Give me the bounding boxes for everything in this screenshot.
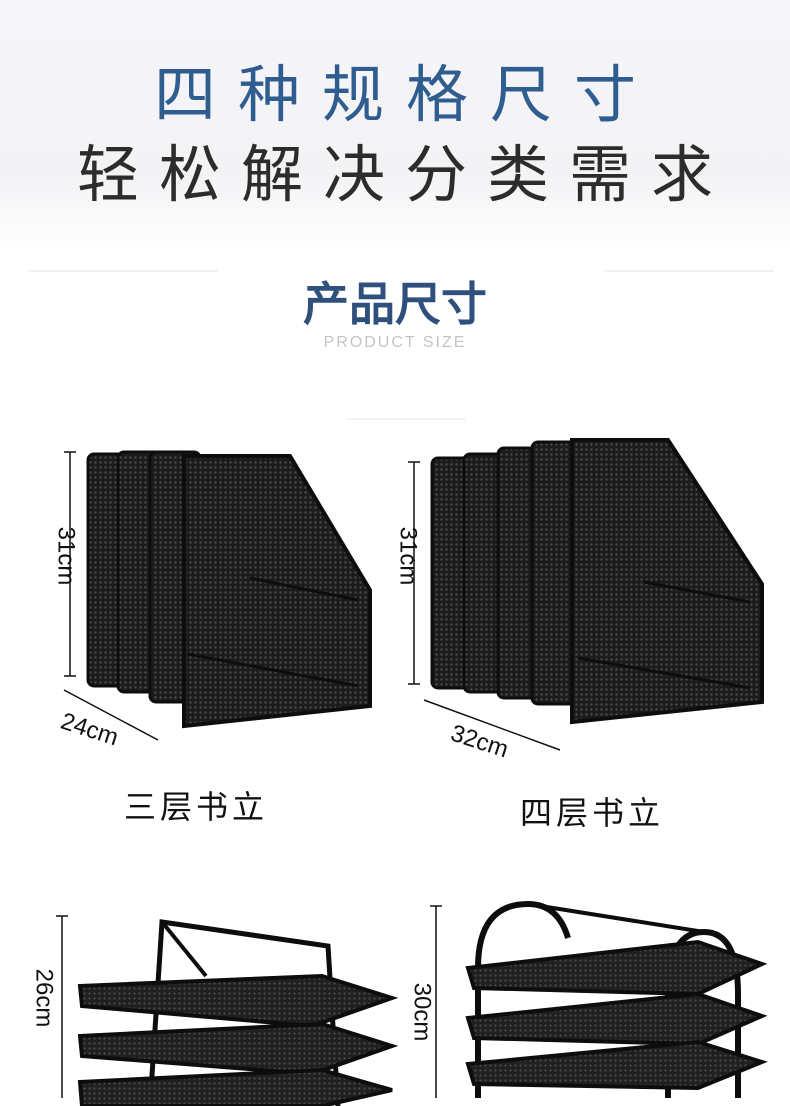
- headline-top: 四种规格尺寸: [153, 58, 658, 131]
- height-dimension-label: 31cm: [394, 526, 422, 586]
- double-arch-letter-tray-rack-icon: [430, 900, 768, 1098]
- three-slot-magazine-holder-icon: [63, 450, 372, 741]
- header-banner: [0, 0, 790, 250]
- product-double-arch-tray-rack: 30cm: [398, 898, 778, 1098]
- section-subtitle: PRODUCT SIZE: [323, 334, 467, 351]
- four-slot-magazine-holder-icon: [408, 438, 764, 751]
- height-dimension-label: 26cm: [30, 968, 58, 1028]
- divider-center: [346, 418, 466, 420]
- product-label: 四层书立: [520, 794, 665, 832]
- product-four-tier-holder: 31cm 32cm 四层书立: [394, 432, 774, 832]
- product-arched-tray-rack: 26cm: [22, 906, 402, 1106]
- divider-right: [604, 270, 774, 272]
- height-dimension-label: 30cm: [408, 982, 436, 1042]
- product-three-tier-holder: 31cm 24cm 三层书立: [52, 440, 388, 826]
- headline-bottom: 轻松解决分类需求: [76, 138, 733, 211]
- divider-left: [28, 270, 218, 272]
- arched-letter-tray-rack-icon: [56, 915, 399, 1106]
- height-dimension-label: 31cm: [52, 526, 80, 586]
- product-label: 三层书立: [124, 788, 269, 826]
- section-title: 产品尺寸: [303, 277, 487, 331]
